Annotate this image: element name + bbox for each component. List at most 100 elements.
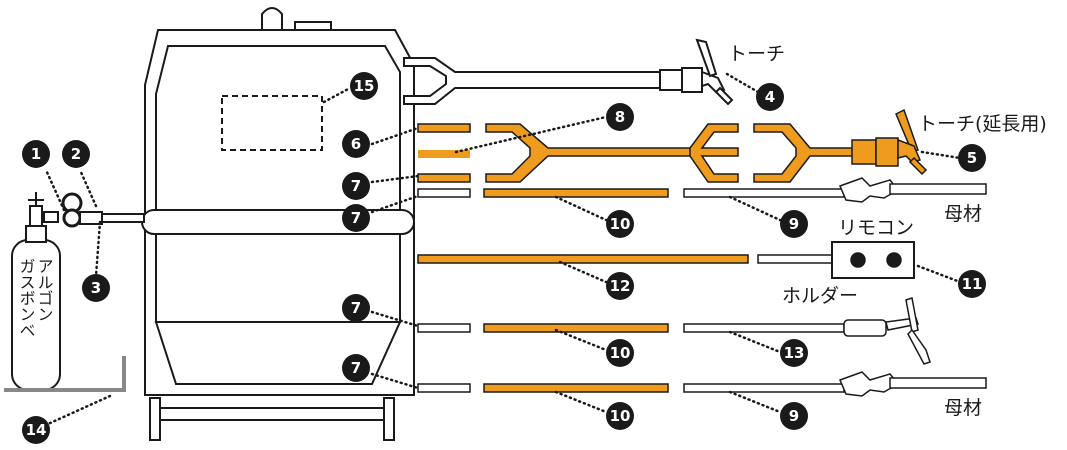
cylinder-stand bbox=[4, 356, 126, 392]
ext-cable-main-start bbox=[418, 150, 470, 158]
ground-cable-row-top bbox=[417, 177, 987, 203]
badge-7d: 7 bbox=[342, 354, 370, 382]
gas-cylinder-assembly bbox=[4, 192, 145, 392]
torch-cable-fork bbox=[403, 57, 666, 105]
cable-stub-7c bbox=[417, 323, 471, 333]
flowmeter bbox=[79, 211, 103, 225]
svg-text:5: 5 bbox=[967, 149, 977, 167]
badge-13: 13 bbox=[780, 339, 808, 367]
svg-text:12: 12 bbox=[610, 277, 631, 295]
svg-text:1: 1 bbox=[31, 145, 41, 163]
svg-text:7: 7 bbox=[351, 359, 361, 377]
svg-text:13: 13 bbox=[784, 344, 805, 362]
svg-text:15: 15 bbox=[354, 77, 375, 95]
holder-label: ホルダー bbox=[782, 285, 858, 307]
remote-row bbox=[417, 241, 915, 279]
cylinder-neck bbox=[25, 225, 47, 243]
svg-text:7: 7 bbox=[351, 209, 361, 227]
badge-11: 11 bbox=[958, 270, 986, 298]
ext-torch-nozzle bbox=[908, 156, 928, 176]
ext-cable-stub-top bbox=[417, 123, 471, 133]
leg-left bbox=[149, 397, 161, 441]
base-metal-top bbox=[889, 183, 987, 195]
svg-text:10: 10 bbox=[610, 215, 631, 233]
extension-cable-10a bbox=[483, 188, 669, 198]
ext-cable-stub-bottom bbox=[417, 173, 471, 183]
svg-text:8: 8 bbox=[615, 108, 625, 126]
cylinder-label-col-1: アルゴン bbox=[35, 258, 54, 322]
badge-10a: 10 bbox=[606, 210, 634, 238]
remote-label: リモコン bbox=[838, 217, 914, 239]
badge-8: 8 bbox=[606, 103, 634, 131]
badge-7c: 7 bbox=[342, 294, 370, 322]
ext-fork-3 bbox=[753, 123, 857, 183]
number-badges: 1 2 3 4 5 6 7 7 7 7 8 9 9 10 10 10 11 12… bbox=[22, 72, 986, 444]
badge-9b: 9 bbox=[780, 402, 808, 430]
badge-10c: 10 bbox=[606, 402, 634, 430]
extension-cable-10b bbox=[483, 323, 669, 333]
extension-cable-10c bbox=[483, 383, 669, 393]
torch-cap bbox=[695, 38, 718, 78]
leader-lines bbox=[44, 72, 962, 426]
svg-text:9: 9 bbox=[789, 215, 799, 233]
holder-lever bbox=[905, 297, 919, 333]
ext-torch-body bbox=[875, 137, 899, 167]
badge-2: 2 bbox=[62, 140, 90, 168]
badge-10b: 10 bbox=[606, 339, 634, 367]
ext-fork-1 bbox=[485, 123, 701, 183]
base-metal-label-bottom: 母材 bbox=[944, 397, 982, 419]
torch-nozzle bbox=[714, 86, 734, 106]
regulator-body bbox=[62, 208, 82, 228]
badge-4: 4 bbox=[756, 83, 784, 111]
svg-text:4: 4 bbox=[765, 88, 775, 106]
extension-torch-assembly bbox=[417, 108, 928, 183]
svg-text:9: 9 bbox=[789, 407, 799, 425]
remote-knob-right bbox=[886, 252, 902, 268]
holder-cable-13 bbox=[683, 323, 845, 333]
cylinder-label-col-2: ガスボンベ bbox=[17, 258, 36, 338]
cylinder-valve bbox=[29, 205, 43, 227]
base-metal-label-top: 母材 bbox=[944, 203, 982, 225]
badge-7b: 7 bbox=[342, 204, 370, 232]
remote-knob-left bbox=[850, 252, 866, 268]
text-labels: トーチ トーチ(延長用) 母材 リモコン ホルダー 母材 bbox=[728, 43, 1047, 419]
base-metal-bottom bbox=[889, 377, 987, 389]
svg-text:7: 7 bbox=[351, 299, 361, 317]
svg-text:11: 11 bbox=[962, 275, 983, 293]
regulator-inlet bbox=[43, 211, 59, 223]
ext-torch-connector bbox=[851, 139, 877, 165]
label-plate-area bbox=[221, 95, 323, 151]
svg-text:2: 2 bbox=[71, 145, 81, 163]
svg-text:14: 14 bbox=[26, 421, 47, 439]
ground-cable-9b bbox=[683, 383, 845, 393]
badge-3: 3 bbox=[82, 274, 110, 302]
holder-row bbox=[417, 297, 931, 365]
badge-14: 14 bbox=[22, 416, 50, 444]
badge-15: 15 bbox=[350, 72, 378, 100]
svg-text:7: 7 bbox=[351, 177, 361, 195]
ground-cable-row-bottom bbox=[417, 371, 987, 397]
cable-stub-7b bbox=[417, 188, 471, 198]
holder-grip bbox=[843, 319, 887, 337]
machine-lower-panel bbox=[154, 321, 402, 385]
ext-torch-cap bbox=[895, 108, 919, 153]
remote-cable bbox=[757, 254, 833, 264]
torch-assembly bbox=[403, 38, 734, 106]
torch-label: トーチ bbox=[728, 43, 785, 65]
gas-hose-2 bbox=[101, 213, 145, 223]
remote-extension-cable-12 bbox=[417, 254, 749, 264]
cylinder-label: アルゴン ガスボンベ bbox=[17, 258, 54, 338]
handle-bar bbox=[141, 209, 415, 235]
torch-body bbox=[681, 67, 703, 93]
torch-connector bbox=[659, 69, 683, 91]
badge-6: 6 bbox=[342, 130, 370, 158]
svg-text:10: 10 bbox=[610, 407, 631, 425]
torch-extension-label: トーチ(延長用) bbox=[918, 113, 1047, 135]
leg-right bbox=[383, 397, 395, 441]
badge-7a: 7 bbox=[342, 172, 370, 200]
badge-12: 12 bbox=[606, 272, 634, 300]
badge-5: 5 bbox=[958, 144, 986, 172]
lifting-eye bbox=[261, 7, 283, 30]
